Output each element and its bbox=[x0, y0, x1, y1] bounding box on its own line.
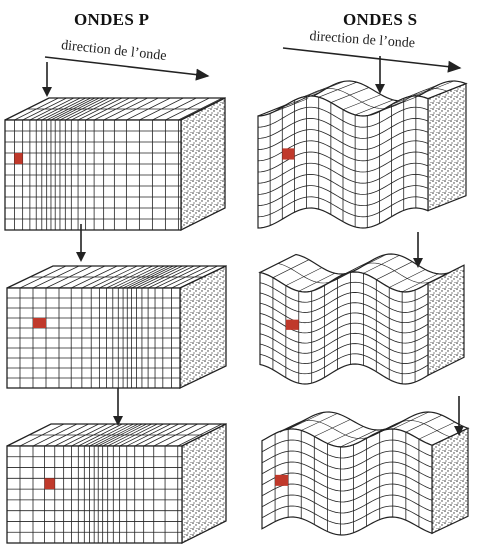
grid-row-line bbox=[257, 118, 429, 139]
grid-row-line bbox=[259, 343, 429, 364]
wavefront-arrows bbox=[42, 56, 464, 436]
block-front-face bbox=[259, 271, 429, 385]
marker-cell bbox=[282, 148, 295, 160]
arrow-down-icon bbox=[375, 56, 385, 94]
grid-row-line bbox=[259, 322, 429, 344]
arrow-head bbox=[113, 416, 123, 426]
grid-row-line bbox=[257, 185, 429, 207]
grid-row-line bbox=[259, 332, 429, 354]
p-wave-blocks bbox=[4, 96, 227, 545]
marker-cell bbox=[285, 319, 299, 330]
arrow-head bbox=[375, 84, 385, 94]
grid-top-line bbox=[277, 262, 447, 284]
grid-row-line bbox=[261, 505, 433, 525]
p-waves-title: ONDES P bbox=[74, 10, 150, 29]
arrow-down-icon bbox=[413, 232, 423, 268]
grid-row-line bbox=[261, 494, 433, 514]
block-end-face bbox=[180, 96, 226, 232]
grid-row-line bbox=[257, 162, 429, 184]
grid-row-line bbox=[261, 439, 433, 459]
arrow-down-icon bbox=[42, 62, 52, 97]
arrow-head bbox=[76, 252, 86, 262]
s-wave-blocks bbox=[257, 80, 470, 536]
marker-cell bbox=[44, 478, 55, 490]
arrow-head bbox=[454, 426, 464, 436]
grid-top-line bbox=[279, 420, 451, 439]
block-end-face bbox=[179, 264, 227, 390]
block-end-face bbox=[427, 82, 467, 212]
marker-cell bbox=[275, 474, 289, 486]
grid-row-line bbox=[259, 292, 429, 313]
p-wave-block-3 bbox=[6, 422, 227, 545]
marker-cell bbox=[33, 318, 46, 328]
grid-row-line bbox=[257, 129, 429, 151]
marker-cell bbox=[14, 153, 23, 164]
grid-row-line bbox=[261, 472, 433, 492]
arrow-head bbox=[42, 87, 52, 97]
grid-row-line bbox=[257, 151, 429, 173]
grid-row-line bbox=[257, 174, 429, 195]
arrow-down-icon bbox=[76, 224, 86, 262]
arrow-down-icon bbox=[454, 396, 464, 436]
grid-row-line bbox=[261, 461, 433, 481]
s-wave-block-3 bbox=[261, 411, 470, 536]
arrow-down-icon bbox=[113, 388, 123, 426]
s-waves-title: ONDES S bbox=[343, 10, 418, 29]
s-wave-block-1 bbox=[257, 80, 468, 229]
grid-row-line bbox=[257, 106, 429, 128]
s-wave-block-2 bbox=[258, 253, 465, 385]
grid-row-line bbox=[257, 196, 429, 218]
grid-row-line bbox=[261, 450, 433, 470]
arrow-head bbox=[413, 258, 423, 268]
block-end-face bbox=[427, 264, 465, 377]
grid-row-line bbox=[261, 483, 433, 503]
grid-top-line bbox=[276, 88, 448, 109]
grid-row-line bbox=[259, 281, 429, 303]
p-wave-block-2 bbox=[6, 264, 227, 390]
s-direction-arrow-icon bbox=[282, 47, 462, 73]
block-end-face bbox=[431, 427, 469, 535]
p-direction-arrow-icon bbox=[44, 56, 210, 81]
grid-row-line bbox=[259, 302, 429, 324]
grid-row-line bbox=[259, 353, 429, 375]
p-wave-block-1 bbox=[4, 96, 226, 232]
